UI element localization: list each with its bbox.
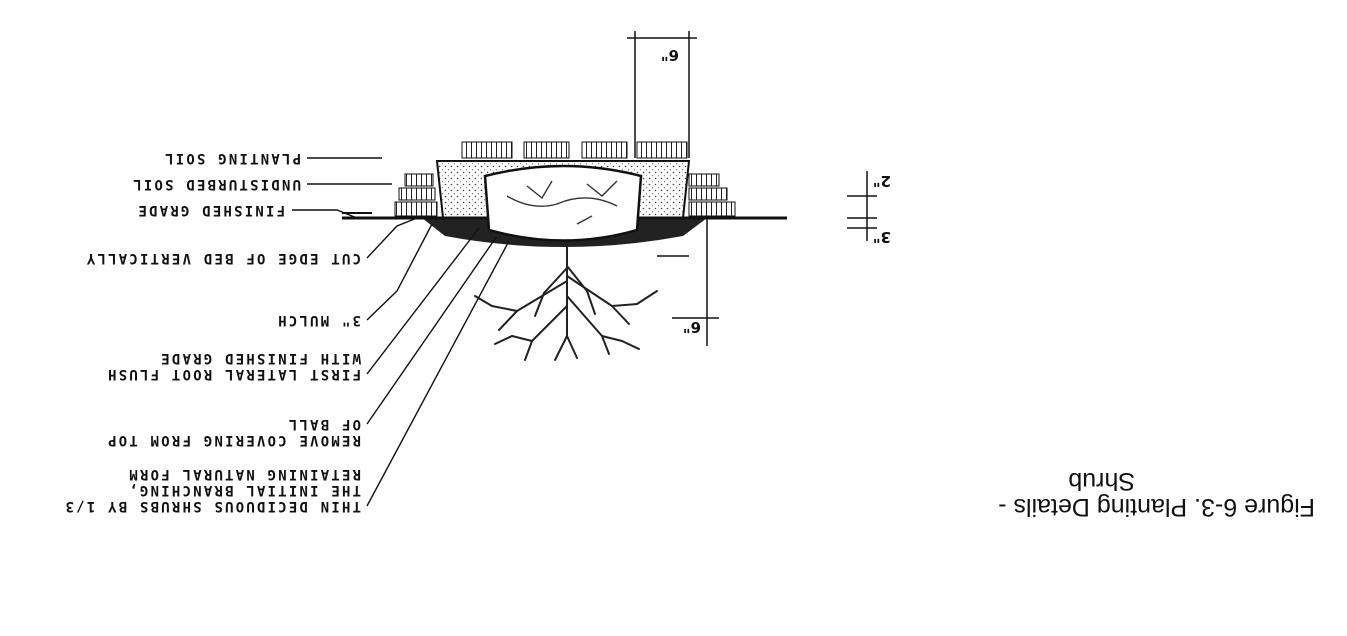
dim-bed-offset-side: 6" <box>682 318 701 336</box>
figure-caption-line2: Shrub <box>1068 467 1135 495</box>
label-remove-covering-2: OF BALL <box>286 416 361 432</box>
dim-bed-offset-top: 6" <box>660 46 679 64</box>
label-mulch: 3" MULCH <box>275 312 361 328</box>
label-cut-edge: CUT EDGE OF BED VERTICALLY <box>84 250 361 266</box>
shrub-crown <box>474 240 658 361</box>
figure-caption-line1: Figure 6-3. Planting Details - <box>998 493 1315 521</box>
label-finished-grade: FINISHED GRADE <box>136 202 285 218</box>
label-thin-shrubs-2: THE INITIAL BRANCHING, <box>127 482 361 498</box>
dimension-lines <box>627 31 877 346</box>
label-undisturbed-soil: UNDISTURBED SOIL <box>130 176 301 192</box>
label-remove-covering-1: REMOVE COVERING FROM TOP <box>105 432 361 448</box>
label-planting-soil: PLANTING SOIL <box>162 150 301 166</box>
dim-rim-height: 2" <box>872 172 891 190</box>
label-thin-shrubs-3: RETAINING NATURAL FORM <box>127 466 361 482</box>
label-first-lateral-root-2: WITH FINISHED GRADE <box>159 350 361 366</box>
undisturbed-soil <box>394 141 736 217</box>
dim-mulch-depth: 3" <box>872 228 891 246</box>
root-ball <box>483 164 643 242</box>
leader-lines <box>292 157 510 507</box>
label-thin-shrubs-1: THIN DECIDUOUS SHRUBS BY 1/3 <box>63 498 361 514</box>
label-first-lateral-root-1: FIRST LATERAL ROOT FLUSH <box>105 366 361 382</box>
